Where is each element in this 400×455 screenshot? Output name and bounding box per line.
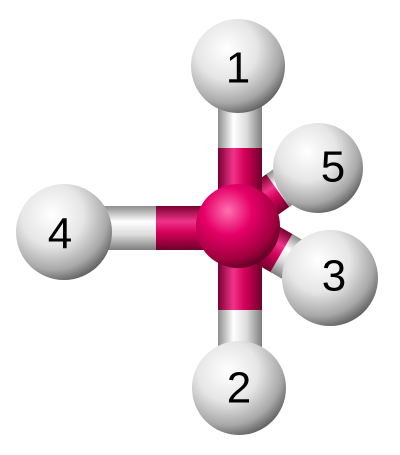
atom-label: 1 xyxy=(226,44,250,93)
ligand-atom-5: 5 xyxy=(273,123,363,213)
ligand-atom-3: 3 xyxy=(282,230,378,326)
atom-label: 2 xyxy=(227,364,251,413)
atom-sphere xyxy=(191,19,285,113)
atom-sphere xyxy=(16,184,112,280)
atom-label: 4 xyxy=(48,210,72,259)
atom-sphere xyxy=(282,230,378,326)
atom-label: 3 xyxy=(322,252,346,301)
central-atom xyxy=(196,184,280,268)
atom-sphere xyxy=(192,341,286,435)
atom-sphere xyxy=(196,184,280,268)
atom-label: 5 xyxy=(321,143,345,192)
atom-sphere xyxy=(273,123,363,213)
ligand-atom-1: 1 xyxy=(191,19,285,113)
ligand-atom-4: 4 xyxy=(16,184,112,280)
ligand-atom-2: 2 xyxy=(192,341,286,435)
